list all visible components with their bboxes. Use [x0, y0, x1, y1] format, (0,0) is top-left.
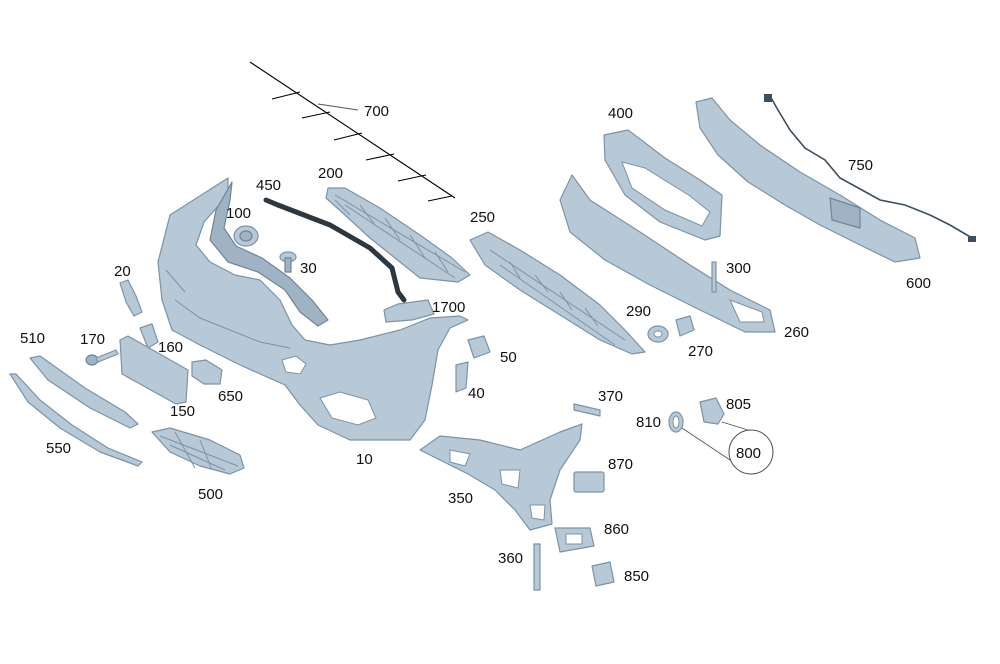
label-100: 100 — [226, 205, 251, 222]
part-290-grommet — [647, 325, 669, 343]
label-450: 450 — [256, 177, 281, 194]
part-50-nut — [467, 335, 491, 359]
label-160: 160 — [158, 339, 183, 356]
part-360-rivet — [533, 543, 541, 591]
label-30: 30 — [300, 260, 317, 277]
part-700-trim-strip — [249, 61, 456, 202]
label-800: 800 — [736, 445, 761, 462]
label-810: 810 — [636, 414, 661, 431]
part-300-pin — [711, 261, 717, 293]
part-805-sensor — [699, 397, 725, 425]
label-360: 360 — [498, 550, 523, 567]
label-170: 170 — [80, 331, 105, 348]
part-550-lower-trim — [9, 373, 143, 467]
label-50: 50 — [500, 349, 517, 366]
part-510-trim-strip — [29, 355, 139, 429]
part-260-lower-frame — [559, 174, 776, 333]
label-850: 850 — [624, 568, 649, 585]
label-150: 150 — [170, 403, 195, 420]
label-550: 550 — [46, 440, 71, 457]
label-20: 20 — [114, 263, 131, 280]
label-350: 350 — [448, 490, 473, 507]
part-500-lower-grille — [151, 427, 245, 475]
label-860: 860 — [604, 521, 629, 538]
part-370-clip — [573, 403, 601, 417]
part-870-cover — [573, 471, 605, 493]
label-250: 250 — [470, 209, 495, 226]
label-300: 300 — [726, 260, 751, 277]
part-800-sensor-assembly-callout — [681, 421, 774, 475]
part-810-ring — [668, 411, 684, 433]
part-20-bracket — [119, 279, 143, 317]
label-750: 750 — [848, 157, 873, 174]
label-700: 700 — [364, 103, 389, 120]
label-40: 40 — [468, 385, 485, 402]
part-350-side-bracket — [419, 423, 583, 531]
label-10: 10 — [356, 451, 373, 468]
label-370: 370 — [598, 388, 623, 405]
part-labels: 700 200 450 100 30 20 510 170 160 150 65… — [20, 103, 931, 585]
part-750-wiring-harness — [764, 94, 976, 242]
part-100-emblem — [233, 225, 259, 247]
label-290: 290 — [626, 303, 651, 320]
label-870: 870 — [608, 456, 633, 473]
part-1700-sensor-mount — [383, 299, 435, 323]
part-250-grille-insert — [469, 231, 646, 355]
label-270: 270 — [688, 343, 713, 360]
label-200: 200 — [318, 165, 343, 182]
part-150-plate-holder — [119, 335, 189, 405]
label-600: 600 — [906, 275, 931, 292]
part-170-screw — [85, 349, 119, 366]
part-650-bracket — [191, 359, 223, 385]
label-260: 260 — [784, 324, 809, 341]
part-850-bracket — [591, 561, 615, 587]
part-600-reinforcement — [695, 97, 921, 263]
part-40-bracket — [455, 361, 469, 393]
part-270-nut — [675, 315, 695, 337]
part-10-bumper-cover — [157, 177, 469, 441]
part-160-bracket — [139, 323, 159, 349]
label-510: 510 — [20, 330, 45, 347]
part-30-clip — [279, 251, 297, 273]
part-400-upper-frame — [603, 129, 723, 241]
label-805: 805 — [726, 396, 751, 413]
label-400: 400 — [608, 105, 633, 122]
label-650: 650 — [218, 388, 243, 405]
part-200-upper-grille — [325, 187, 471, 283]
label-500: 500 — [198, 486, 223, 503]
part-450-seal-strip — [263, 197, 407, 303]
part-860-holder — [554, 527, 595, 553]
label-1700: 1700 — [432, 299, 465, 316]
